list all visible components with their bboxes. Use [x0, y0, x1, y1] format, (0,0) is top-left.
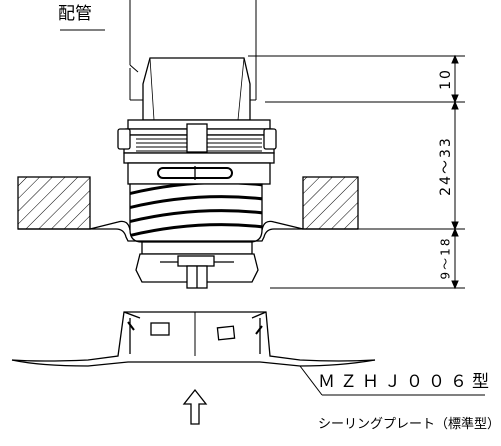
dimension-texts: 10 24～33 9～18: [438, 68, 454, 279]
hollow-up-arrow-icon: [182, 388, 208, 425]
model-label: ＭＺＨＪ００６型: [318, 372, 494, 392]
installed-plate: [18, 220, 358, 242]
model-leader: [299, 365, 485, 396]
sealing-plate: [11, 311, 376, 367]
dimension-top: 10: [438, 68, 454, 90]
dimension-bottom: 9～18: [439, 237, 453, 280]
outlet-collar: [117, 119, 277, 185]
pipe-leader: [60, 0, 257, 101]
plate-label: シーリングプレート（標準型）: [318, 417, 501, 432]
ceiling-section-left: [17, 176, 91, 230]
ceiling-section-right: [302, 176, 359, 230]
dimension-middle: 24～33: [438, 136, 454, 196]
outlet-stem: [135, 241, 259, 289]
outlet-body: [129, 183, 263, 243]
outlet-cap: [142, 57, 251, 121]
dimension-lines: [248, 54, 465, 290]
pipe-label: 配管: [58, 4, 92, 24]
